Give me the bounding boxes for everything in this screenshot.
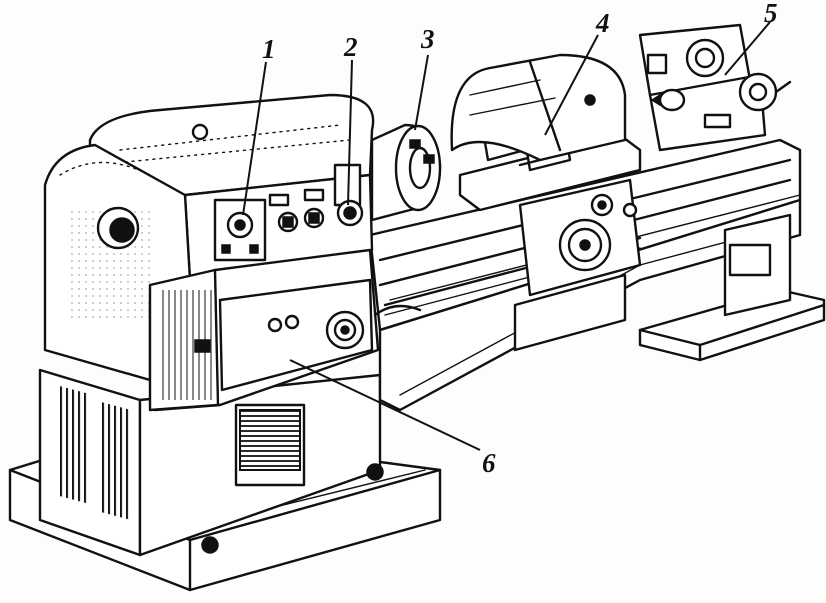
callout-3: 3 (420, 24, 435, 54)
chuck (370, 123, 442, 222)
callout-4: 4 (595, 8, 610, 38)
right-pedestal (723, 213, 792, 317)
leader-6 (289, 359, 481, 451)
callout-6: 6 (482, 448, 496, 478)
leader-lines (242, 21, 771, 451)
apron-lower (513, 273, 627, 352)
headstock (43, 93, 375, 382)
gearbox (148, 248, 422, 412)
chip-guard (450, 53, 627, 162)
leader-5 (724, 21, 771, 76)
leader-1 (242, 61, 267, 216)
callout-1: 1 (262, 34, 276, 64)
callout-5: 5 (764, 0, 778, 28)
callouts: 1 2 3 4 5 6 (262, 0, 778, 478)
leader-2 (347, 59, 353, 206)
leader-4 (544, 34, 599, 136)
left-pedestal (38, 368, 384, 557)
tailstock (638, 23, 792, 152)
leader-3 (414, 54, 429, 131)
callout-2: 2 (343, 32, 358, 62)
